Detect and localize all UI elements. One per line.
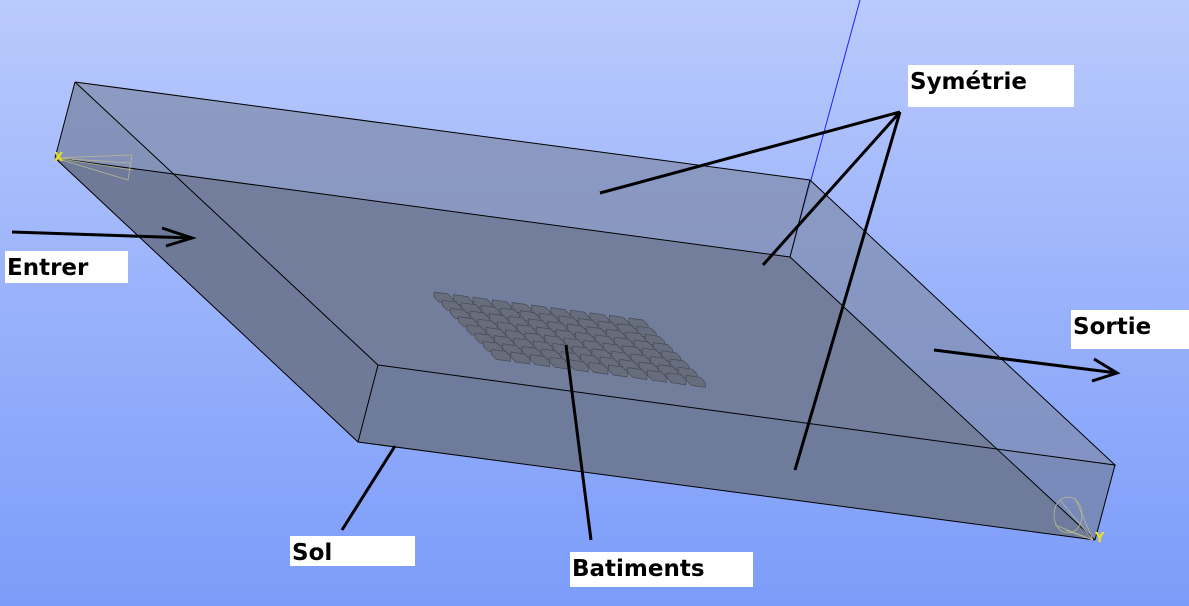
building-block: [588, 361, 609, 375]
label-sol: Sol: [290, 536, 415, 566]
building-block: [647, 369, 667, 383]
annotation-lines: [11, 110, 1121, 541]
building-block: [686, 374, 706, 388]
box-edges: [54, 81, 1117, 541]
label-sortie: Sortie: [1071, 310, 1189, 349]
axis-y-label: Y: [1094, 531, 1105, 546]
right-face: [790, 180, 1115, 540]
building-block: [510, 351, 531, 365]
building-block: [608, 364, 628, 378]
front-face: [358, 365, 1115, 540]
building-block: [666, 372, 687, 386]
symmetry-top-face: [75, 82, 1115, 465]
axis-y-marker-icon: [1053, 496, 1094, 541]
label-entrer: Entrer: [5, 251, 128, 283]
label-symetrie: Symétrie: [908, 65, 1074, 107]
building-block: [627, 367, 648, 381]
inlet-face: [55, 82, 378, 442]
building-block: [530, 354, 550, 368]
buildings-grid: [433, 291, 706, 388]
back-face: [55, 82, 810, 257]
building-block: [491, 348, 511, 362]
axis-x-label: X: [54, 150, 64, 164]
axis-x-marker-icon: [54, 154, 134, 181]
label-batiments: Batiments: [570, 552, 753, 587]
